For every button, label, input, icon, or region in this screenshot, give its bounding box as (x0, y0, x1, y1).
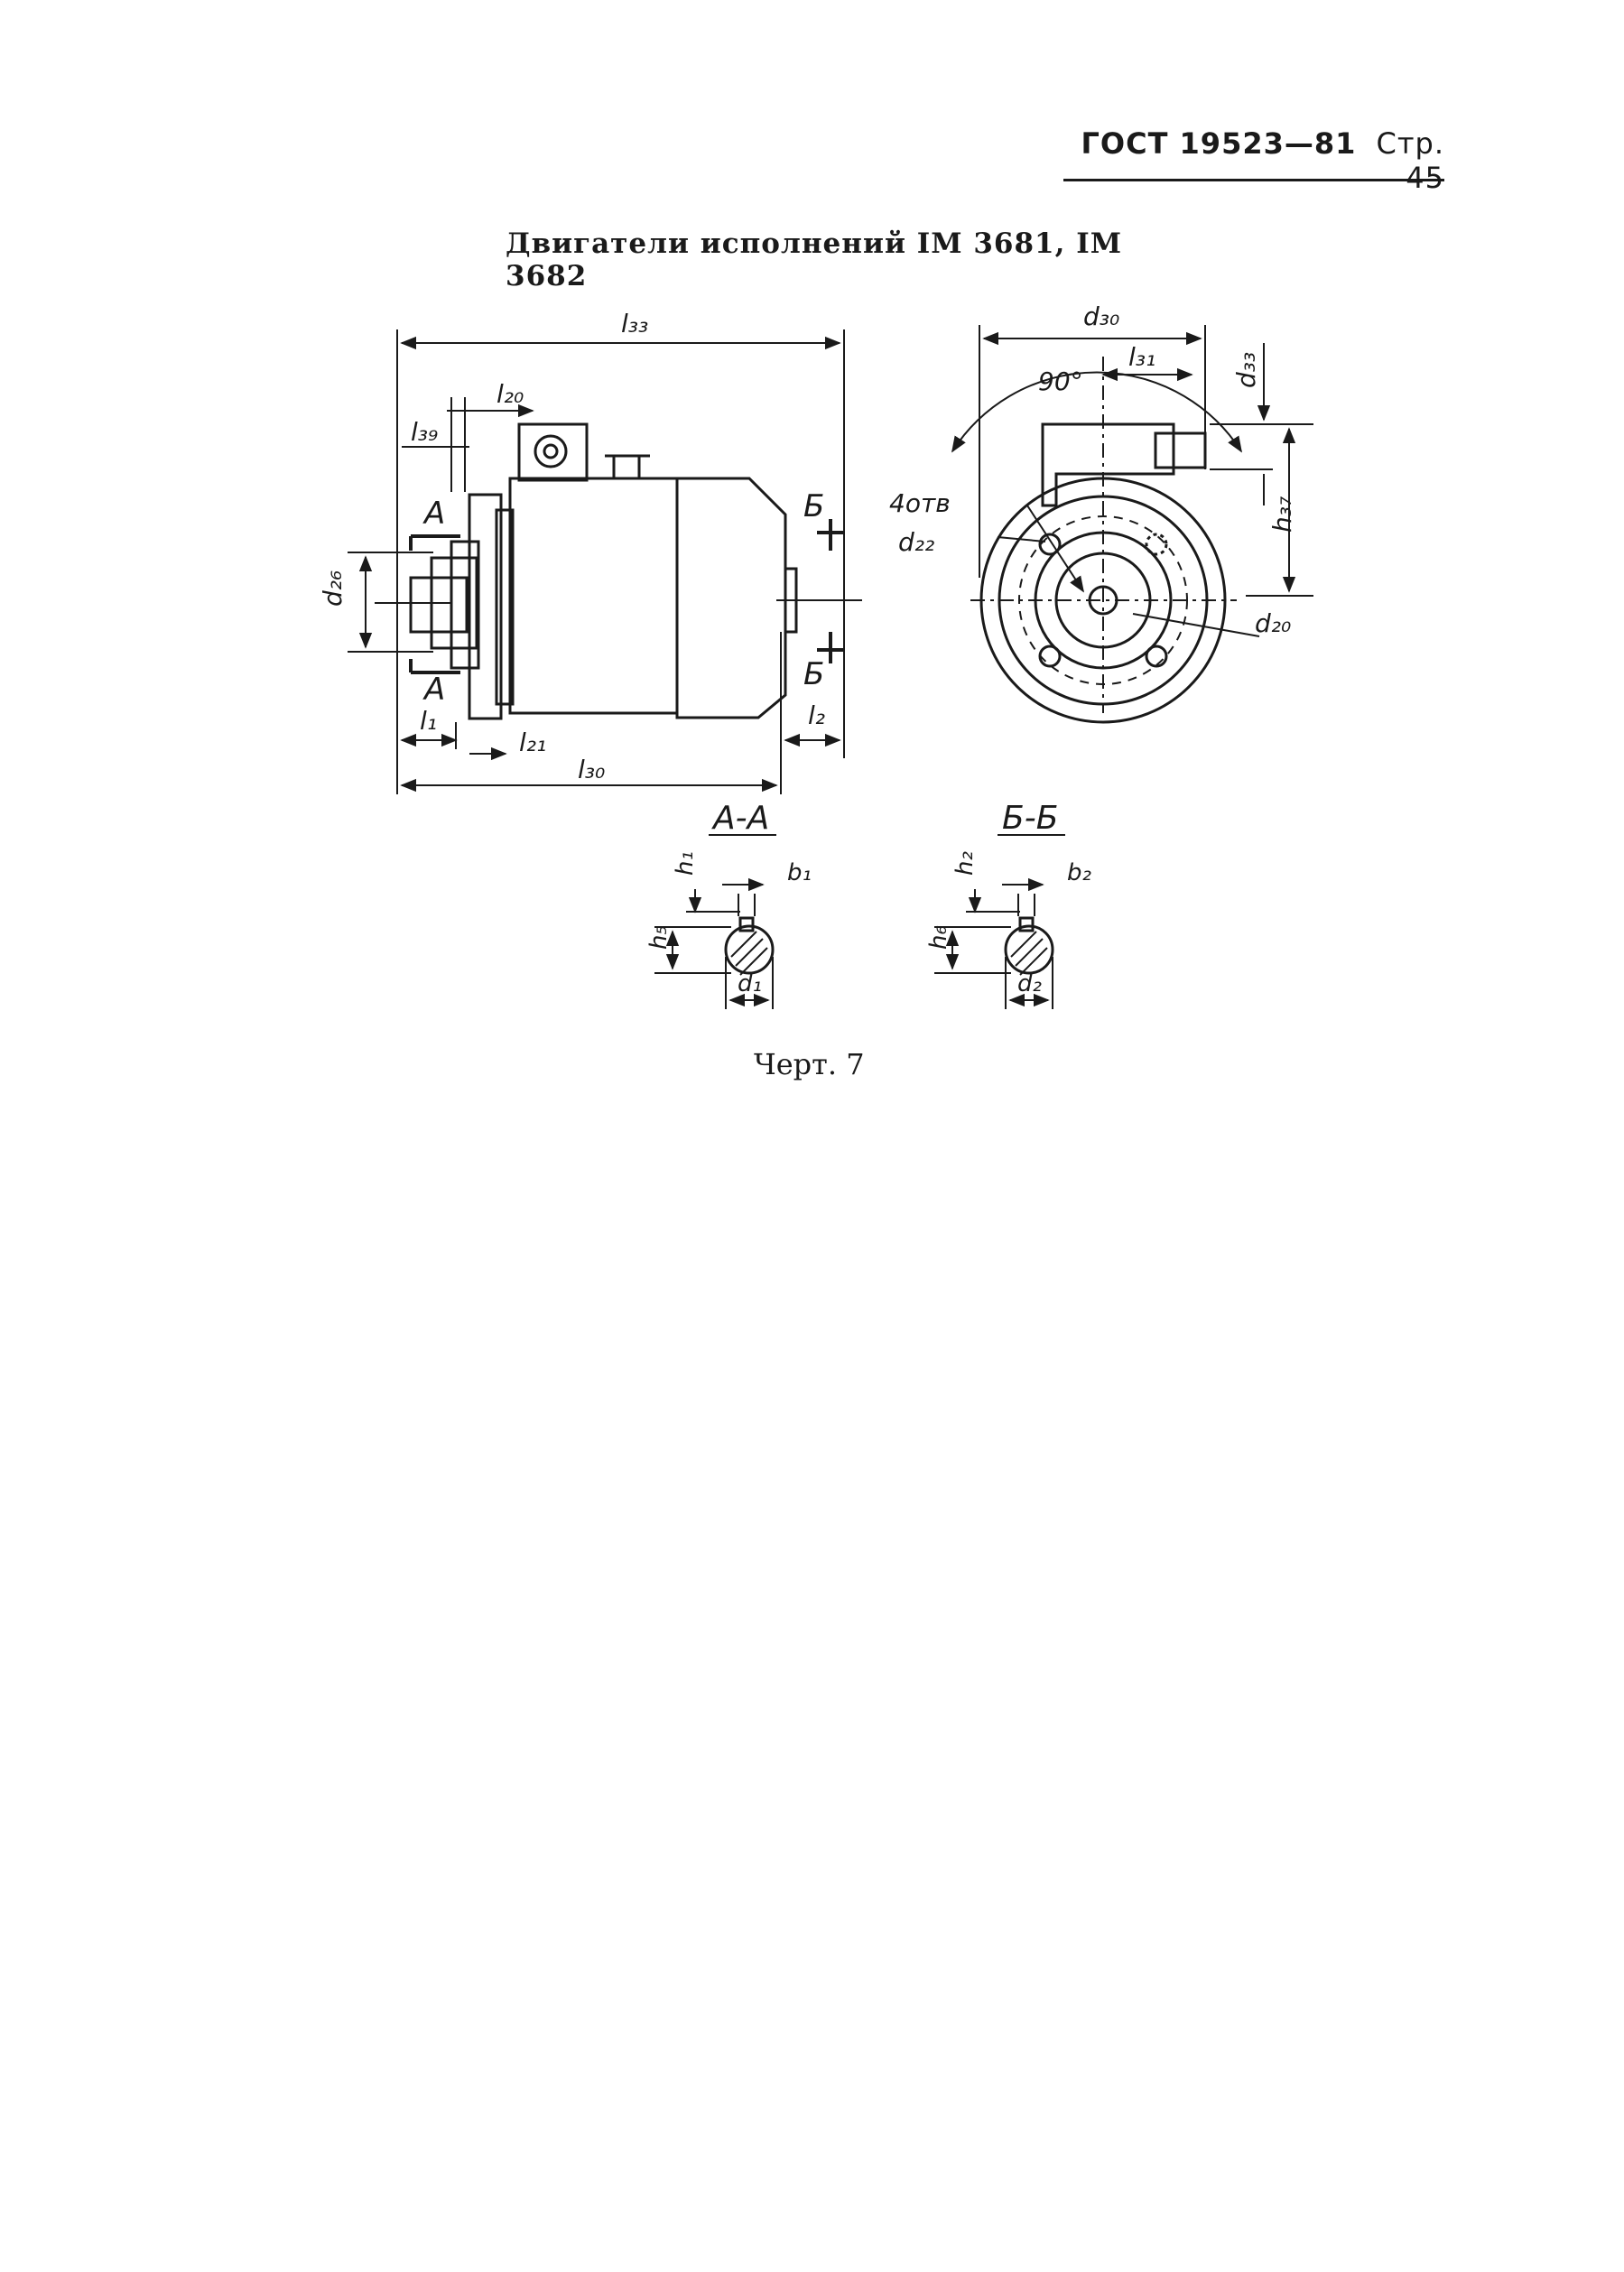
section-a-a-labels: А-А h₁ b₁ h₅ d₁ (645, 800, 812, 997)
label-l33: l₃₃ (621, 309, 648, 338)
label-h37: h₃₇ (1267, 496, 1297, 533)
label-l2: l₂ (808, 700, 825, 730)
side-view-labels: l₃₃ l₂₀ l₃₉ А А Б Б d₂₆ l₁ l₂₁ l₃₀ l₂ (318, 309, 825, 784)
label-b1: b₁ (787, 859, 812, 886)
label-d22: d₂₂ (898, 527, 934, 557)
label-l39: l₃₉ (411, 417, 438, 447)
label-d2: d₂ (1017, 970, 1042, 997)
label-b2: b₂ (1067, 859, 1091, 886)
label-d1: d₁ (738, 970, 762, 997)
label-section-a-top: А (422, 496, 445, 532)
label-h6: h₆ (925, 925, 952, 950)
section-b-b (934, 834, 1065, 1009)
label-d33: d₃₃ (1231, 352, 1261, 388)
section-a-a (654, 834, 776, 1009)
label-h1: h₁ (672, 851, 699, 876)
drawing-title: Двигатели исполнений IM 3681, IM 3682 (506, 227, 1123, 292)
page-number: Стр. 45 (1376, 126, 1444, 195)
label-d20: d₂₀ (1255, 608, 1291, 638)
label-holes: 4отв (889, 488, 951, 518)
label-l21: l₂₁ (519, 728, 546, 757)
page-header: ГОСТ 19523—81 Стр. 45 (1065, 126, 1444, 195)
label-l30: l₃₀ (578, 755, 605, 784)
figure-caption: Черт. 7 (754, 1047, 865, 1081)
label-section-b-bottom: Б (803, 656, 824, 692)
side-view (348, 329, 862, 794)
label-section-b-top: Б (803, 488, 824, 524)
label-section-bb: Б-Б (1002, 800, 1058, 837)
end-view (951, 325, 1313, 724)
label-section-aa: А-А (711, 800, 769, 837)
label-d30: d₃₀ (1083, 301, 1119, 331)
label-h5: h₅ (645, 925, 673, 950)
label-h2: h₂ (951, 851, 979, 876)
label-90deg: 90° (1038, 366, 1083, 396)
label-l31: l₃₁ (1128, 342, 1155, 372)
label-l1: l₁ (420, 706, 437, 736)
label-section-a-bottom: А (422, 672, 445, 708)
label-l20: l₂₀ (496, 379, 524, 409)
section-b-b-labels: Б-Б h₂ b₂ h₆ d₂ (925, 800, 1091, 997)
standard-number: ГОСТ 19523—81 (1081, 126, 1357, 161)
header-rule (1063, 179, 1444, 181)
end-view-labels: d₃₀ l₃₁ 90° d₃₃ h₃₇ 4отв d₂₂ d₂₀ (889, 301, 1297, 638)
label-d26: d₂₆ (318, 570, 348, 607)
